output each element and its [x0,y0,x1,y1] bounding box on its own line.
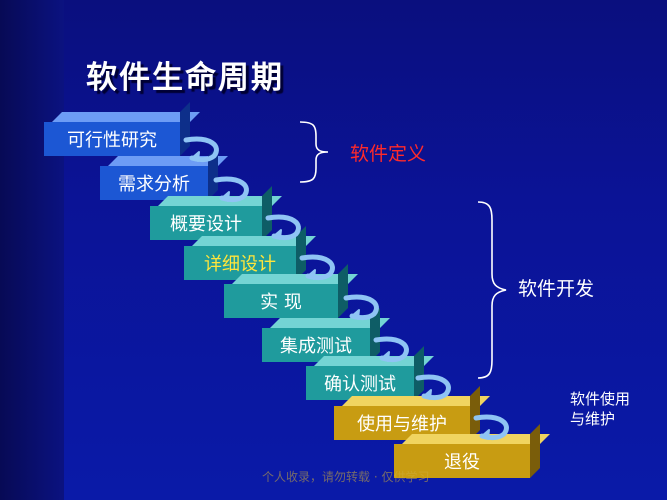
step-retirement: 退役 [394,424,550,478]
curved-arrow-icon [212,174,256,204]
step-preliminary-design: 概要设计 [150,186,282,240]
step-requirements-analysis: 需求分析 [100,146,228,200]
curved-arrow-icon [264,212,308,242]
watermark-text: 个人收录，请勿转载 · 仅供学习 [262,470,430,484]
group-label-definition: 软件定义 [350,143,427,165]
group-label-maintenance-line2: 与维护 [570,410,616,428]
step-label: 实 现 [224,284,338,318]
step-label: 需求分析 [100,166,208,200]
curved-arrow-icon [298,252,342,282]
curved-arrow-icon [342,292,386,322]
step-acceptance-testing: 确认测试 [306,346,434,400]
curved-arrow-icon [182,134,226,164]
step-integration-testing: 集成测试 [262,308,390,362]
slide-title: 软件生命周期 [86,60,284,96]
step-feasibility-study: 可行性研究 [44,102,200,156]
curved-arrow-icon [472,412,516,442]
definition-brace [298,120,342,188]
group-label-maintenance-line1: 软件使用 [570,390,631,408]
step-label: 概要设计 [150,206,262,240]
curved-arrow-icon [414,372,458,402]
development-brace [476,200,516,384]
step-implementation: 实 现 [224,264,358,318]
step-label: 使用与维护 [334,406,470,440]
step-use-and-maintenance: 使用与维护 [334,386,490,440]
step-label: 确认测试 [306,366,414,400]
step-label: 集成测试 [262,328,370,362]
step-label: 退役 [394,444,530,478]
slide-left-band [0,0,64,500]
curved-arrow-icon [372,334,416,364]
step-label: 可行性研究 [44,122,180,156]
group-label-development: 软件开发 [518,278,595,300]
